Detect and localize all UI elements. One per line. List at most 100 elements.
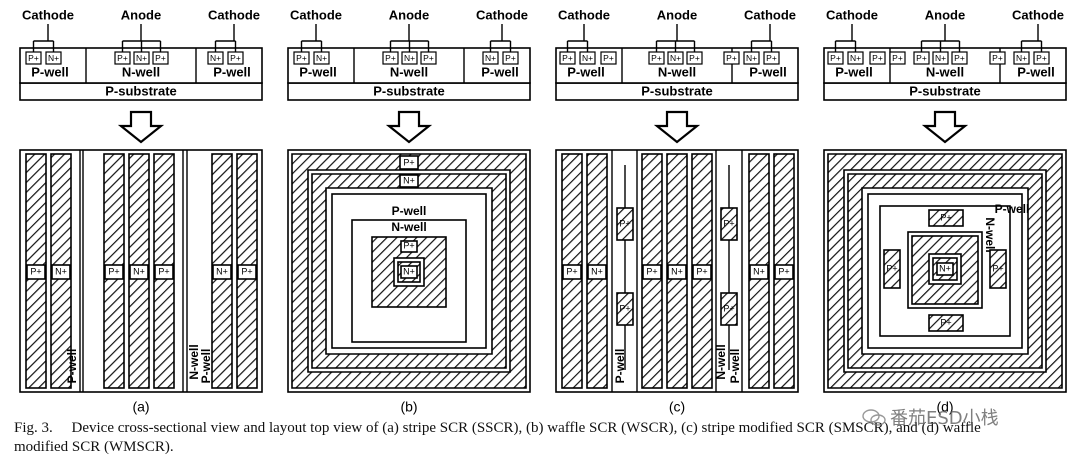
p-well-label: P-well <box>567 64 605 79</box>
cathode-contact: P+ <box>230 53 241 63</box>
n-plus-anode-label: N+ <box>403 266 415 276</box>
floating-contact-box <box>989 51 1006 65</box>
floating-contact-box <box>889 51 906 65</box>
well-vertical-label: P-well <box>728 349 742 384</box>
n-well-label: N-well <box>983 217 997 252</box>
cathode-contact: N+ <box>1016 53 1027 63</box>
p-plus-island-label: P+ <box>940 212 951 222</box>
cathode-contact: P+ <box>28 53 39 63</box>
n-plus-stripe-label: N+ <box>591 266 603 276</box>
cathode-contact: N+ <box>850 53 861 63</box>
p-plus-stripe-label-bg <box>154 264 174 280</box>
n-plus-ring <box>311 173 507 369</box>
anode-contact: N+ <box>670 53 681 63</box>
anode-contact: P+ <box>117 53 128 63</box>
cathode-contact: P+ <box>766 53 777 63</box>
floating-contact: P+ <box>726 53 737 63</box>
p-plus-stripe-label-bg <box>692 264 712 280</box>
cathode-label: Cathode <box>22 7 74 22</box>
anode-contact: N+ <box>935 53 946 63</box>
label-bg <box>400 240 418 253</box>
p-well-label: P-well <box>995 202 1030 216</box>
floating-contact: P+ <box>872 53 883 63</box>
floating-contact: P+ <box>992 53 1003 63</box>
p-plus-stripe-label-bg <box>104 264 124 280</box>
floating-contact-box <box>723 51 740 65</box>
anode-label: Anode <box>121 7 161 22</box>
p-substrate-label: P-substrate <box>909 83 981 98</box>
cathode-label: Cathode <box>290 7 342 22</box>
n-plus-anode-label: N+ <box>939 263 951 273</box>
cathode-label: Cathode <box>208 7 260 22</box>
floating-contact: P+ <box>892 53 903 63</box>
p-plus-island <box>616 292 634 326</box>
anode-contact: P+ <box>689 53 700 63</box>
n-plus-stripe-label: N+ <box>753 266 765 276</box>
down-arrow-icon <box>119 110 163 144</box>
cathode-label: Cathode <box>1012 7 1064 22</box>
cathode-contact: P+ <box>830 53 841 63</box>
cathode-label: Cathode <box>558 7 610 22</box>
anode-contact: N+ <box>136 53 147 63</box>
p-substrate-label: P-substrate <box>641 83 713 98</box>
anode-contact: P+ <box>954 53 965 63</box>
cathode-contact: N+ <box>48 53 59 63</box>
p-plus-stripe-label: P+ <box>30 266 41 276</box>
p-plus-stripe-label: P+ <box>158 266 169 276</box>
n-plus-stripe-label-bg <box>749 264 769 280</box>
p-plus-island <box>928 209 964 227</box>
p-plus-island-label: P+ <box>619 303 630 313</box>
cathode-contact: P+ <box>505 53 516 63</box>
p-substrate-label: P-substrate <box>105 83 177 98</box>
p-substrate-label: P-substrate <box>373 83 445 98</box>
n-plus-stripe-label-bg <box>587 264 607 280</box>
n-plus-stripe-label: N+ <box>55 266 67 276</box>
cathode-contact: N+ <box>316 53 327 63</box>
n-plus-stripe-label: N+ <box>133 266 145 276</box>
caption-text: Device cross-sectional view and layout t… <box>14 420 981 455</box>
p-plus-stripe-label: P+ <box>646 266 657 276</box>
down-arrow-icon <box>655 110 699 144</box>
n-well-label: N-well <box>658 64 696 79</box>
well-vertical-label: N-well <box>187 344 201 379</box>
n-plus-stripe-label-bg <box>129 264 149 280</box>
p-well-label: P-well <box>1017 64 1055 79</box>
p-plus-island-label: P+ <box>723 218 734 228</box>
anode-contact: P+ <box>651 53 662 63</box>
p-well-label: P-well <box>213 64 251 79</box>
cathode-label: Cathode <box>476 7 528 22</box>
n-plus-stripe-label-bg <box>667 264 687 280</box>
cathode-contact: N+ <box>210 53 221 63</box>
well-vertical-label: P-well <box>65 349 79 384</box>
p-plus-stripe-label-bg <box>562 264 582 280</box>
p-plus-island <box>883 249 901 289</box>
n-plus-stripe-label-bg <box>212 264 232 280</box>
p-plus-ring <box>827 153 1063 389</box>
p-well-label: P-well <box>835 64 873 79</box>
anode-contact: P+ <box>385 53 396 63</box>
figure-caption: Fig. 3. Device cross-sectional view and … <box>14 419 1014 457</box>
n-plus-ring-label: N+ <box>403 175 415 185</box>
p-plus-stripe-label-bg <box>774 264 794 280</box>
p-plus-island <box>928 314 964 332</box>
p-plus-island-label: P+ <box>619 218 630 228</box>
label-bg <box>399 174 419 188</box>
p-plus-stripe-label: P+ <box>696 266 707 276</box>
anode-label: Anode <box>925 7 965 22</box>
panel-label-d: (d) <box>936 399 953 415</box>
anode-contact: P+ <box>423 53 434 63</box>
label-bg <box>936 262 954 276</box>
p-plus-stripe-label: P+ <box>778 266 789 276</box>
p-plus-island <box>989 249 1007 289</box>
p-plus-island <box>720 207 738 241</box>
p-well-label: P-well <box>749 64 787 79</box>
label-bg <box>399 155 419 170</box>
n-plus-stripe-label: N+ <box>216 266 228 276</box>
n-plus-ring <box>847 173 1043 369</box>
down-arrow-icon <box>923 110 967 144</box>
p-plus-island-label: P+ <box>886 263 897 273</box>
anode-contact: P+ <box>916 53 927 63</box>
cathode-label: Cathode <box>826 7 878 22</box>
panel-label-c: (c) <box>669 399 685 415</box>
